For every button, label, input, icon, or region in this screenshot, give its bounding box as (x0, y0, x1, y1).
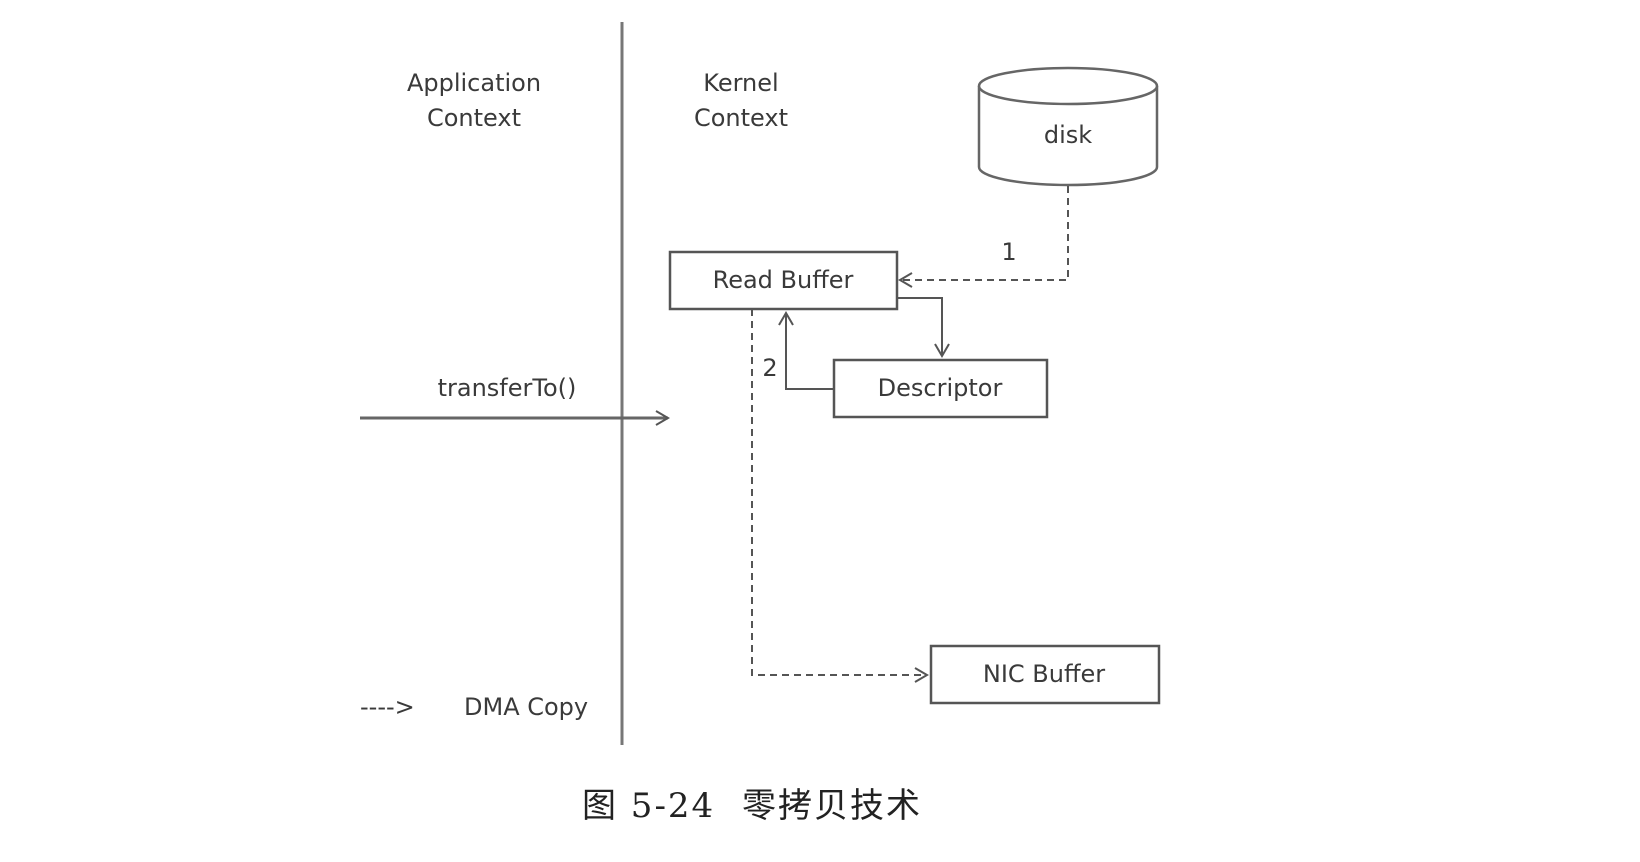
nic-buffer-label: NIC Buffer (983, 660, 1105, 688)
nic-buffer-box (929, 644, 1161, 705)
legend-dma-copy-label: DMA Copy (464, 693, 588, 721)
edge-descriptor-to-read-buffer (778, 311, 834, 390)
disk-label: disk (1044, 121, 1092, 149)
application-context-label-line1: Application (407, 69, 541, 97)
application-context-label-line2: Context (427, 104, 521, 132)
figure-number: 图 5-24 (582, 786, 715, 826)
transfer-to-label: transferTo() (438, 374, 577, 402)
disk-node: disk (977, 66, 1159, 187)
edge-read-buffer-to-descriptor (897, 297, 950, 358)
read-buffer-box (668, 250, 899, 311)
figure-title: 零拷贝技术 (742, 786, 922, 826)
kernel-context-label-line2: Context (694, 104, 788, 132)
step-2-label: 2 (762, 354, 777, 382)
legend-dashed-arrow-symbol: ----> (360, 693, 415, 721)
read-buffer-label: Read Buffer (713, 266, 854, 294)
kernel-context-label-line1: Kernel (703, 69, 778, 97)
descriptor-box (832, 358, 1049, 419)
descriptor-label: Descriptor (878, 374, 1003, 402)
dma-edge-read-buffer-to-nic-buffer (751, 309, 929, 683)
dma-edge-disk-to-read-buffer (898, 186, 1069, 288)
step-1-label: 1 (1001, 238, 1016, 266)
